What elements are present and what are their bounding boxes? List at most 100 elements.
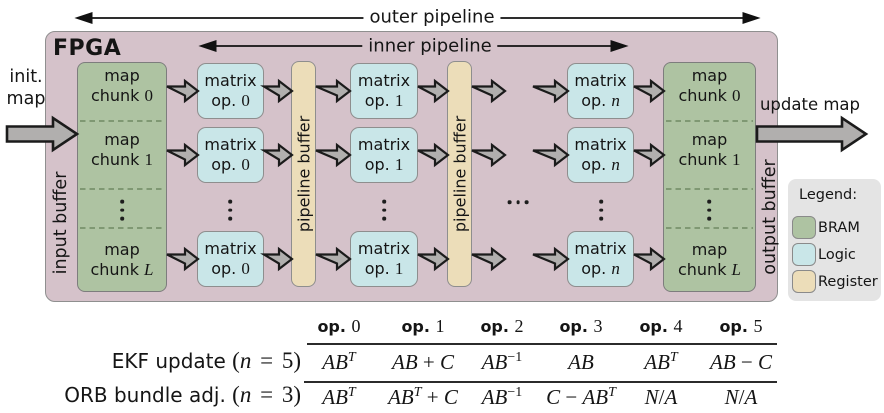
table-cell-r0c0: ABT (322, 350, 356, 374)
chunk-line1: map (691, 240, 728, 259)
matrix-op-line1: matrix (357, 135, 411, 154)
matrix-op-index: n (611, 91, 620, 110)
matrix-op-index: 0 (241, 91, 250, 110)
matrix-op-index: n (611, 259, 620, 278)
chunk-index: L (731, 260, 742, 279)
input-chunk-1-label: map chunk 1 (79, 130, 165, 170)
vertical-ellipsis-icon (599, 199, 603, 221)
table-cell-r0c3: AB (568, 350, 594, 374)
flow-arrow-icon (166, 246, 200, 272)
matrix-op-index: 1 (394, 155, 404, 174)
row-label-text: EKF update (111, 349, 233, 373)
table-header-op3: op. 3 (539, 316, 623, 337)
init-map-line2: map (6, 88, 46, 109)
legend-title: Legend: (799, 187, 858, 203)
matrix-op-line2: op. n (581, 91, 620, 111)
flow-arrow-icon (471, 142, 507, 168)
init-map-label: init. map (2, 67, 50, 110)
table-header-op1: op. 1 (381, 316, 465, 337)
chunk-line1: map (691, 66, 728, 85)
pipeline-buffer-box-2 (447, 61, 472, 287)
legend-logic-label: Logic (818, 246, 856, 263)
flow-arrow-icon (633, 142, 666, 168)
ellipsis-dot (707, 216, 711, 221)
matrix-op-index: 0 (241, 155, 250, 174)
ellipsis-dot (120, 216, 124, 221)
matrix-op-line1: matrix (204, 135, 257, 154)
ellipsis-dot (120, 208, 124, 212)
matrix-op-line1: matrix (574, 71, 627, 90)
table-cell-r1c3: C − ABT (546, 385, 616, 409)
ellipsis-dot (382, 208, 386, 212)
arrowhead-left-icon (74, 12, 93, 24)
matrix-op-line1: matrix (574, 135, 627, 154)
output-buffer-box (663, 62, 756, 292)
chunk-index: 0 (732, 86, 741, 105)
pipeline-buffer-box-1 (291, 61, 316, 287)
matrix-op-line2-text: op. (581, 259, 607, 278)
chunk-separator (80, 120, 164, 122)
matrix-op-line2-text: op. (211, 155, 237, 174)
ellipsis-dot (516, 200, 520, 204)
output-chunk-1-label: map chunk 1 (665, 130, 754, 170)
ellipsis-dot (228, 199, 232, 204)
fpga-title: FPGA (53, 36, 122, 61)
arrowhead-left-icon (198, 40, 217, 52)
arrowhead-right-icon (742, 12, 761, 24)
table-cell-r0c1: AB + C (391, 350, 454, 374)
chunk-index: 1 (144, 150, 154, 169)
chunk-separator (666, 188, 753, 190)
chunk-line1: map (104, 66, 140, 85)
chunk-line2: chunk (678, 86, 727, 105)
matrix-op-index: 1 (394, 259, 404, 278)
matrix-op-line2-text: op. (581, 155, 607, 174)
chunk-line2: chunk (678, 150, 727, 169)
ellipsis-dot (599, 216, 603, 221)
ellipsis-dot (599, 208, 603, 212)
ellipsis-dot (382, 199, 386, 204)
vertical-ellipsis-icon (707, 199, 711, 221)
matrix-op-line2-text: op. (211, 259, 237, 278)
outer-pipeline-label: outer pipeline (363, 7, 501, 27)
table-header-op0: op. 0 (297, 316, 381, 337)
ellipsis-dot (228, 216, 232, 221)
row-label-math: (n = 5) (232, 348, 301, 373)
input-chunk-L-label: map chunk L (79, 240, 165, 280)
matrix-op-line1: matrix (204, 239, 257, 258)
flow-arrow-icon (315, 246, 352, 272)
table-header-op4: op. 4 (619, 316, 703, 337)
flow-arrow-icon (315, 142, 352, 168)
chunk-index: 1 (732, 150, 741, 169)
chunk-separator (666, 120, 753, 122)
vertical-ellipsis-icon (120, 199, 124, 221)
ellipsis-dot (707, 199, 711, 204)
flow-arrow-icon (633, 246, 666, 272)
matrix-op-line1: matrix (574, 239, 627, 258)
header-num: 2 (514, 316, 524, 336)
horizontal-ellipsis-icon (507, 200, 529, 204)
matrix-op-line2: op. 0 (211, 91, 250, 111)
chunk-separator (80, 227, 164, 229)
input-buffer-box (77, 62, 167, 292)
flow-arrow-icon (315, 78, 352, 104)
ellipsis-dot (599, 199, 603, 204)
table-cell-r0c4: ABT (644, 350, 678, 374)
table-header-op5: op. 5 (699, 316, 783, 337)
matrix-op-line2-text: op. (364, 259, 390, 278)
header-num: 0 (351, 316, 361, 336)
matrix-op-line1: matrix (357, 71, 411, 90)
ellipsis-dot (382, 216, 386, 221)
table-cell-r1c4: N/A (644, 385, 678, 409)
flow-arrow-icon (532, 246, 570, 272)
chunk-index: L (144, 260, 154, 279)
ellipsis-dot (120, 199, 124, 204)
table-cell-r0c5: AB − C (709, 350, 772, 374)
header-prefix: op. (317, 317, 346, 336)
matrix-op-line2: op. n (581, 259, 620, 279)
